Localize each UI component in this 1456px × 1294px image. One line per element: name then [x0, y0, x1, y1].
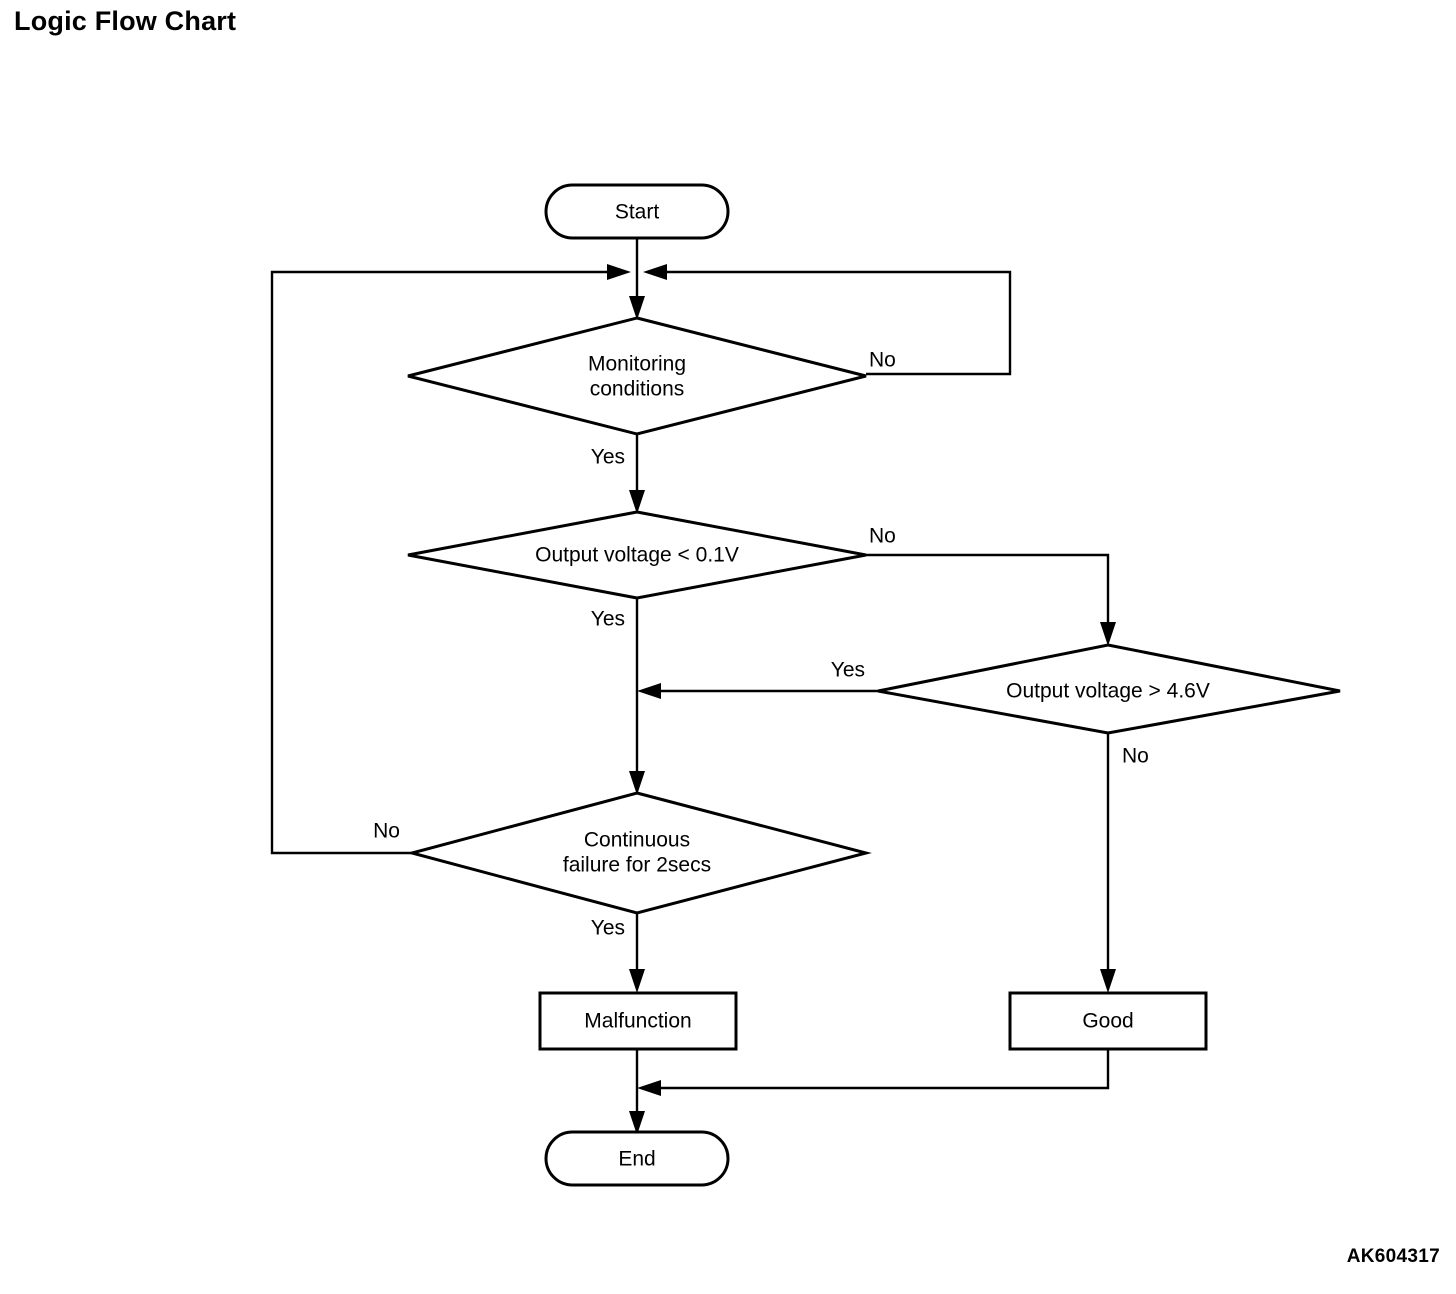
arrowhead-high-voltage-yes-join — [637, 683, 661, 699]
reference-code: AK604317 — [1346, 1246, 1440, 1267]
connector-monitoring-no-loop — [662, 270, 1012, 376]
edge-label-monitoring-yes: Yes — [591, 446, 625, 469]
edge-label-continuous-failure-yes: Yes — [591, 917, 625, 940]
edge-label-monitoring-no: No — [869, 349, 896, 372]
node-output-voltage-high[interactable] — [877, 643, 1341, 735]
node-monitoring-conditions-label-line2: conditions — [590, 378, 685, 401]
node-good[interactable] — [1008, 991, 1208, 1051]
node-continuous-failure[interactable] — [406, 791, 872, 915]
node-output-voltage-high-label: Output voltage > 4.6V — [1006, 680, 1210, 703]
node-monitoring-conditions[interactable] — [407, 316, 867, 436]
arrowhead-into-monitoring — [629, 296, 645, 320]
page-title: Logic Flow Chart — [14, 6, 237, 36]
node-malfunction[interactable] — [538, 991, 738, 1051]
arrowhead-into-high-voltage — [1100, 622, 1116, 646]
edge-label-low-voltage-yes: Yes — [591, 608, 625, 631]
node-start[interactable] — [544, 183, 730, 240]
node-continuous-failure-label-line1: Continuous — [584, 829, 690, 852]
node-end[interactable] — [544, 1130, 730, 1187]
edge-label-continuous-failure-no: No — [373, 820, 400, 843]
arrowhead-into-good — [1100, 969, 1116, 993]
node-monitoring-conditions-label-line1: Monitoring — [588, 353, 686, 376]
arrowhead-into-low-voltage — [629, 490, 645, 514]
node-output-voltage-low-label: Output voltage < 0.1V — [535, 544, 739, 567]
node-malfunction-label: Malfunction — [584, 1010, 691, 1033]
arrowhead-left-loop-into-junction — [607, 264, 631, 280]
edge-label-low-voltage-no: No — [869, 525, 896, 548]
edge-label-high-voltage-yes: Yes — [831, 659, 865, 682]
arrowhead-right-loop-into-junction — [643, 264, 667, 280]
edge-label-high-voltage-no: No — [1122, 745, 1149, 768]
arrowhead-good-join — [637, 1080, 661, 1096]
arrowhead-into-continuous-failure — [629, 771, 645, 795]
node-continuous-failure-label-line2: failure for 2secs — [563, 854, 711, 877]
arrowhead-into-malfunction — [629, 969, 645, 993]
node-end-label: End — [618, 1148, 655, 1171]
node-start-label: Start — [615, 201, 660, 224]
node-good-label: Good — [1082, 1010, 1133, 1033]
connector-good-to-end-join — [655, 1048, 1110, 1090]
node-output-voltage-low[interactable] — [407, 510, 867, 600]
connector-low-voltage-no — [866, 553, 1110, 638]
connector-continuous-failure-no-loop — [270, 270, 612, 855]
arrowhead-into-end — [629, 1111, 645, 1135]
